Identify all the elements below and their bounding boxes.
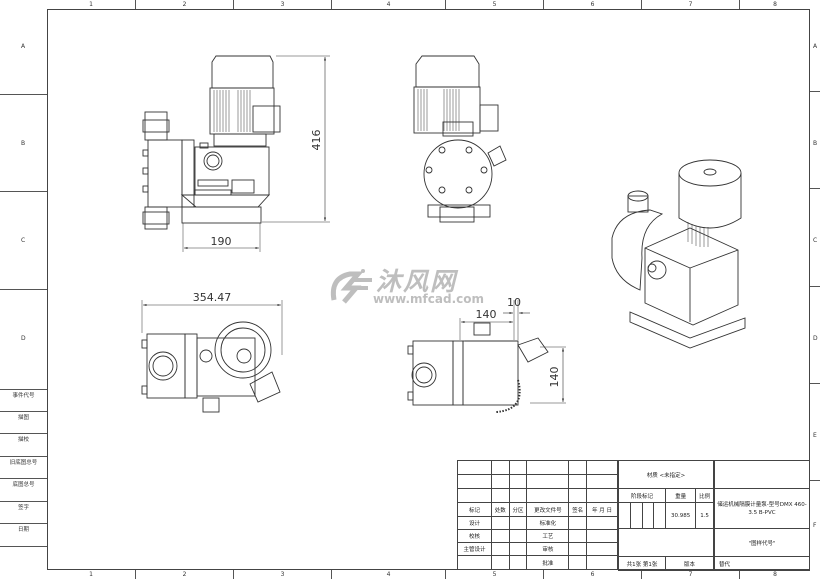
label-empty (457, 555, 492, 570)
zone-row-d: D (21, 335, 26, 342)
zone-divider (810, 91, 820, 92)
watermark: 沐风网 www.mfcad.com (328, 262, 498, 308)
zone-divider (0, 289, 47, 290)
bottom-side-view (407, 300, 566, 413)
zone-col-4: 4 (331, 570, 445, 579)
dim-height-140: 140 (548, 367, 561, 388)
zone-col-2: 2 (135, 570, 233, 579)
label-approve: 批准 (526, 555, 570, 570)
zone-row-b: B (21, 140, 26, 147)
header-date: 年 月 日 (586, 502, 618, 517)
stage-mark-label: 阶段标记 (617, 488, 667, 503)
zone-col-5: 5 (445, 570, 543, 579)
zone-col-3: 3 (233, 570, 331, 579)
zone-divider (0, 94, 47, 95)
zone-col-7: 7 (641, 570, 739, 579)
zone-col-1: 1 (89, 571, 93, 578)
zone-col-2: 2 (135, 0, 233, 9)
zone-col-8: 8 (739, 0, 810, 9)
label-check: 校核 (457, 529, 492, 543)
zone-row-a: A (21, 43, 26, 50)
dim-offset-10: 10 (507, 296, 521, 309)
rail-item: 描校 (0, 434, 47, 457)
left-revision-rail: 事件代号 描图 描校 旧底图总号 底图总号 签字 日期 (0, 389, 47, 547)
rail-item: 签字 (0, 502, 47, 524)
zone-col-3: 3 (233, 0, 331, 9)
header-count: 处数 (490, 502, 510, 517)
rail-item: 旧底图总号 (0, 457, 47, 479)
zone-divider (810, 286, 820, 287)
zone-row-c-right: C (813, 237, 818, 244)
header-mark: 标记 (457, 502, 492, 517)
zone-col-8: 8 (739, 570, 810, 579)
scale-label: 比例 (695, 488, 714, 503)
zone-row-e-right: E (813, 432, 817, 439)
zone-col-4: 4 (331, 0, 445, 9)
rail-item: 底图总号 (0, 479, 47, 502)
title-table: 储运机械隔膜计量泵-型号DMX 460-3.5 B-PVC "图样代号" 替代 (714, 460, 810, 571)
label-process: 工艺 (526, 529, 570, 543)
header-signature: 签名 (568, 502, 588, 517)
rail-item: 描图 (0, 412, 47, 434)
rail-item: 日期 (0, 524, 47, 547)
dim-length-354: 354.47 (193, 291, 232, 304)
replaces-label: 替代 (714, 556, 810, 571)
label-lead-design: 主管设计 (457, 542, 492, 556)
zone-row-a-right: A (813, 43, 818, 50)
mf-logo-icon (330, 269, 372, 304)
drawing-frame (47, 9, 810, 570)
zone-row-d-right: D (813, 335, 818, 342)
scale-value: 1.5 (695, 502, 714, 529)
zone-col-7: 7 (641, 0, 739, 9)
watermark-url: www.mfcad.com (373, 292, 484, 306)
zone-row-c: C (21, 237, 26, 244)
label-review: 审核 (526, 542, 570, 556)
revision-table: 标记 处数 分区 更改文件号 签名 年 月 日 设计 标准化 校核 工艺 主管设… (457, 460, 618, 570)
top-view (141, 300, 283, 413)
rail-item: 事件代号 (0, 389, 47, 412)
zone-col-6: 6 (543, 570, 641, 579)
isometric-view (611, 159, 746, 349)
zone-col-5: 5 (445, 0, 543, 9)
label-design: 设计 (457, 516, 492, 530)
title-text: 机械隔膜计量泵-型号DMX 460-3.5 B-PVC (728, 501, 807, 516)
dim-base-190: 190 (211, 235, 232, 248)
column-zone-ruler-top: 1 2 3 4 5 6 7 8 (47, 0, 810, 9)
material-table: 材质 <未指定> 阶段标记 重量 比例 30.985 1.5 共1张 第1张 版… (617, 460, 714, 571)
version-label: 版本 (665, 556, 714, 571)
watermark-chinese: 沐风网 (376, 267, 458, 296)
dim-width-140: 140 (476, 308, 497, 321)
zone-col-1: 1 (89, 1, 93, 8)
zone-row-f-right: F (813, 522, 817, 529)
header-change-doc: 更改文件号 (526, 502, 570, 517)
weight-label: 重量 (665, 488, 697, 503)
sheet-count: 共1张 第1张 (617, 556, 667, 571)
title-prefix: 储运 (717, 501, 729, 508)
header-zone: 分区 (508, 502, 528, 517)
drawing-title: 储运机械隔膜计量泵-型号DMX 460-3.5 B-PVC (714, 488, 810, 529)
zone-row-b-right: B (813, 140, 818, 147)
title-block: 标记 处数 分区 更改文件号 签名 年 月 日 设计 标准化 校核 工艺 主管设… (457, 460, 810, 571)
side-view (413, 55, 507, 223)
zone-divider (810, 480, 820, 481)
zone-divider (810, 383, 820, 384)
dim-height-416: 416 (310, 130, 323, 151)
weight-value: 30.985 (665, 502, 697, 529)
material-field: 材质 <未指定> (618, 460, 714, 489)
zone-divider (810, 188, 820, 189)
front-view (142, 55, 330, 252)
drawing-number: "图样代号" (714, 528, 810, 557)
zone-col-6: 6 (543, 0, 641, 9)
label-standardization: 标准化 (526, 516, 570, 530)
zone-divider (0, 191, 47, 192)
column-zone-ruler-bottom: 1 2 3 4 5 6 7 8 (47, 570, 810, 579)
